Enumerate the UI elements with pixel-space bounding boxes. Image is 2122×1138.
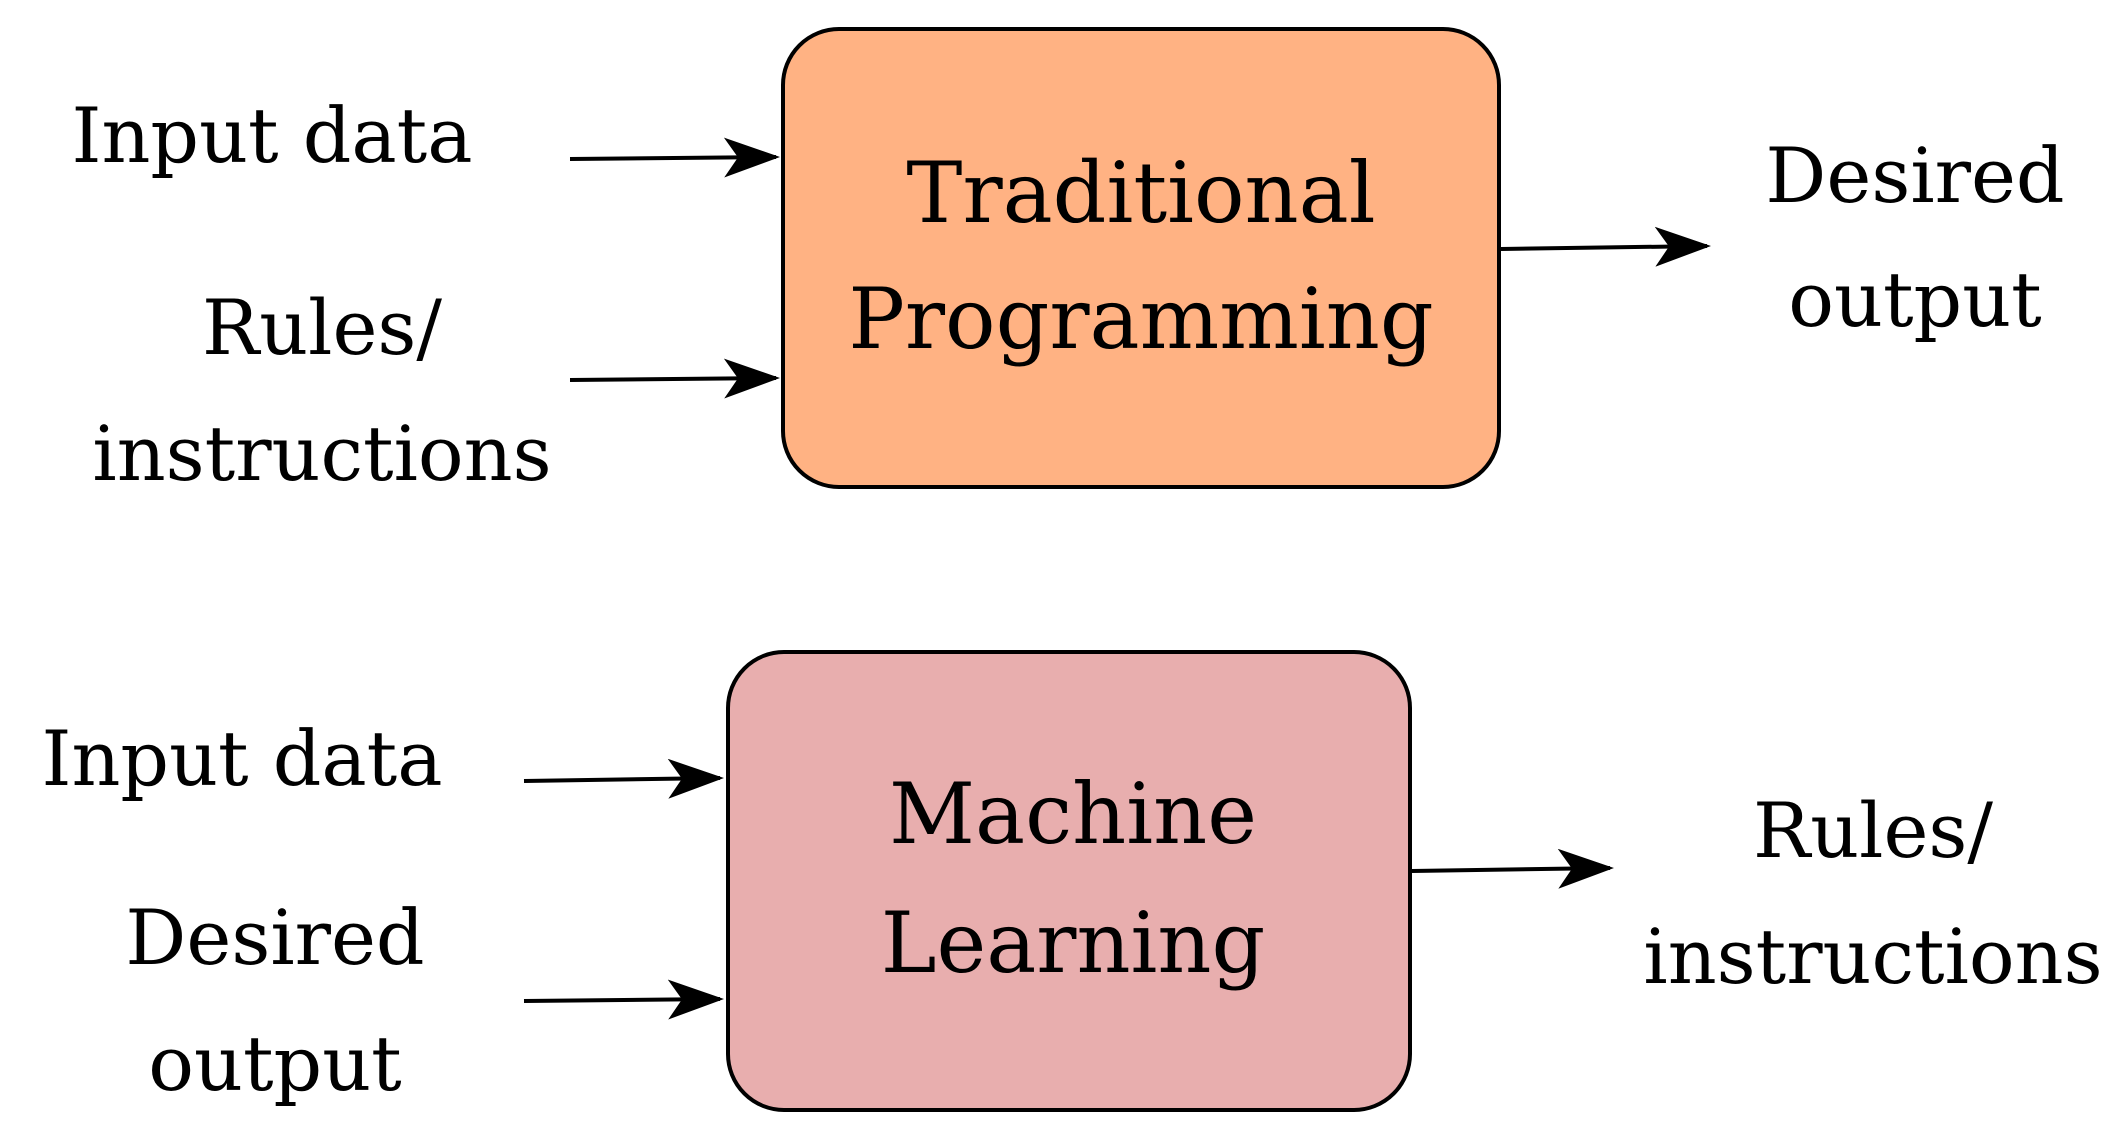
ml-box-title-line1: Machine (889, 765, 1257, 863)
traditional-rules-label-line1: Rules/ (202, 283, 442, 372)
ml-output-label-line1: Rules/ (1753, 786, 1993, 875)
traditional-output-label-line2: output (1788, 255, 2041, 344)
ml-input-data-arrow (523, 758, 724, 799)
traditional-output-label-line1: Desired (1765, 131, 2064, 220)
traditional-programming-box (781, 27, 1501, 489)
machine-learning-diagram: Machine Learning Input data Desired outp… (41, 650, 2103, 1112)
machine-learning-box (726, 650, 1412, 1112)
traditional-rules-arrow (569, 358, 780, 399)
ml-output-label-line2: instructions (1643, 912, 2102, 1001)
ml-desired-output-label-line1: Desired (125, 893, 424, 982)
ml-box-title-line2: Learning (881, 894, 1266, 992)
traditional-box-title-line2: Programming (848, 270, 1433, 368)
ml-desired-output-label-line2: output (148, 1019, 401, 1108)
ml-output-arrow (1411, 848, 1614, 889)
traditional-input-data-arrow (569, 137, 780, 178)
traditional-output-arrow (1500, 226, 1711, 267)
ml-desired-output-arrow (523, 979, 724, 1020)
traditional-box-title-line1: Traditional (906, 144, 1375, 242)
traditional-input-data-label: Input data (71, 91, 472, 180)
ml-input-data-label: Input data (41, 714, 442, 803)
traditional-rules-label-line2: instructions (92, 409, 551, 498)
traditional-programming-diagram: Traditional Programming Input data Rules… (71, 27, 2065, 498)
